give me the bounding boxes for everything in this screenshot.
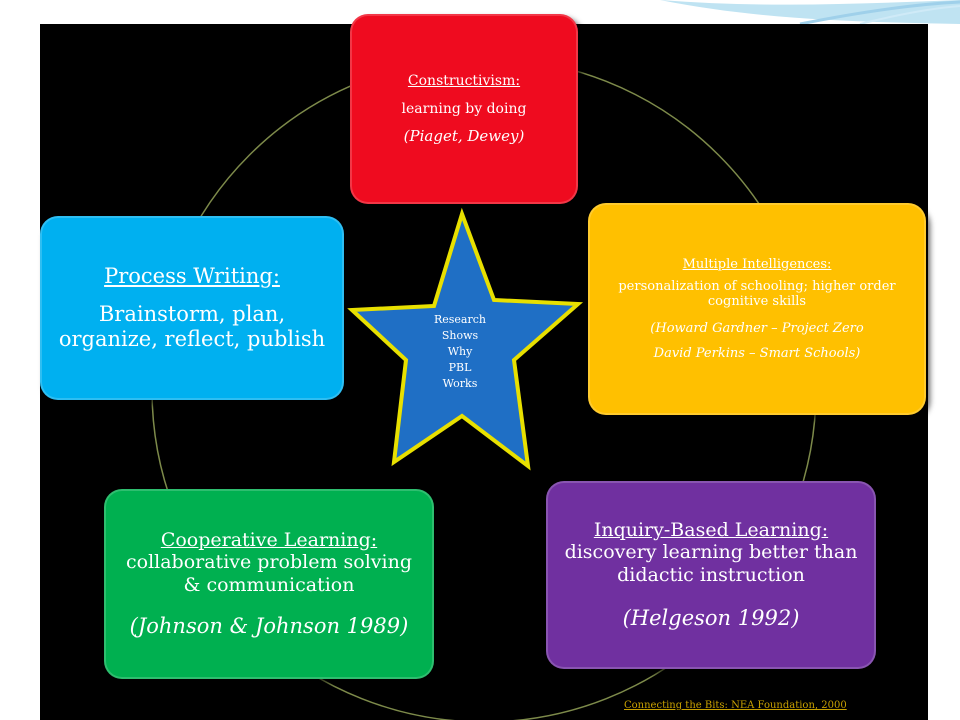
constructivism-heading: Constructivism: [407,73,521,89]
multiple-intelligences-citation-2: David Perkins – Smart Schools) [653,346,861,362]
constructivism-citation: (Piaget, Dewey) [403,127,525,145]
multiple-intelligences-citation-1: (Howard Gardner – Project Zero [650,321,864,337]
multiple-intelligences-description: personalization of schooling; higher ord… [618,278,896,309]
cooperative-heading: Cooperative Learning: [160,528,378,551]
inquiry-heading: Inquiry-Based Learning: [593,518,829,541]
star-line: Shows [441,328,479,342]
star-line: Research [433,313,486,326]
star-line: PBL [448,360,472,374]
cooperative-description: collaborative problem solving & communic… [125,550,412,597]
star-line: Works [442,376,478,390]
inquiry-citation: (Helgeson 1992) [622,606,800,631]
process-writing-heading: Process Writing: [104,263,280,288]
multiple-intelligences-heading: Multiple Intelligences: [682,256,832,272]
process-writing-description: Brainstorm, plan, organize, reflect, pub… [58,301,326,351]
cooperative-citation: (Johnson & Johnson 1989) [129,614,409,639]
inquiry-description: discovery learning better than didactic … [564,540,858,587]
cooperative-learning-box: Cooperative Learning: collaborative prob… [104,489,434,679]
constructivism-description: learning by doing [401,101,527,117]
star-line: Why [447,344,473,358]
source-credit-link[interactable]: Connecting the Bits: NEA Foundation, 200… [624,700,847,711]
multiple-intelligences-box: Multiple Intelligences: personalization … [588,203,926,415]
constructivism-box: Constructivism: learning by doing (Piage… [350,14,578,204]
star-label: Research Shows Why PBL Works [420,312,500,392]
inquiry-learning-box: Inquiry-Based Learning: discovery learni… [546,481,876,669]
process-writing-box: Process Writing: Brainstorm, plan, organ… [40,216,344,400]
